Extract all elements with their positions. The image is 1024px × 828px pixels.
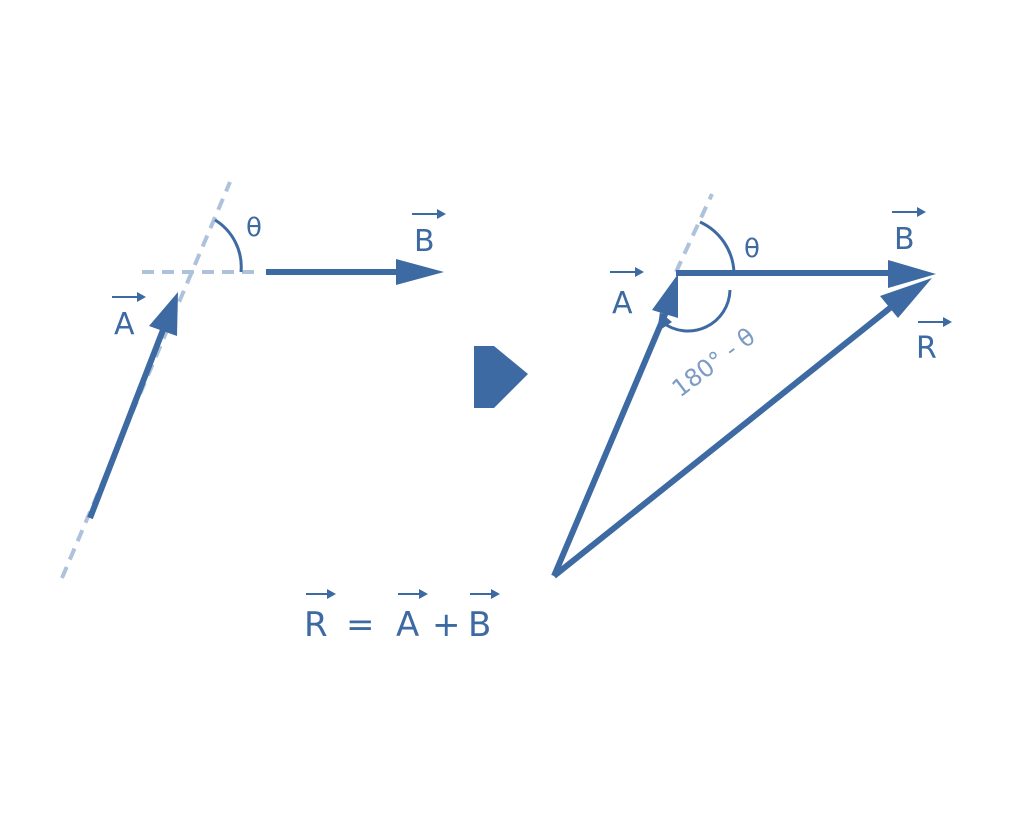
left-panel: θ A B xyxy=(60,181,446,579)
right-theta-label: θ xyxy=(744,234,760,264)
equation-equals: = xyxy=(346,605,375,645)
equation: R = A + B xyxy=(304,589,500,645)
right-arrow-icon xyxy=(474,346,528,408)
right-label-r: R xyxy=(916,317,952,366)
right-label-a: A xyxy=(610,267,644,321)
left-vector-a-shaft xyxy=(87,328,166,520)
right-a-extension-line xyxy=(674,193,714,273)
right-vector-b-label: B xyxy=(894,222,915,257)
right-panel: θ 180° - θ A B R xyxy=(551,193,952,579)
right-vector-b-head xyxy=(888,260,936,288)
right-vector-r-shaft xyxy=(552,305,892,579)
left-vector-b-head xyxy=(396,259,444,285)
right-vector-a-head xyxy=(652,274,678,318)
right-vector-r-head xyxy=(880,278,932,318)
right-supplementary-angle-label: 180° - θ xyxy=(667,322,761,402)
left-vector-a-label: A xyxy=(114,307,135,342)
left-theta-arc xyxy=(214,218,243,273)
left-label-b: B xyxy=(412,209,446,259)
left-vector-a-head xyxy=(149,292,178,336)
left-label-a: A xyxy=(112,292,146,342)
right-label-b: B xyxy=(892,207,926,257)
equation-term1: A xyxy=(396,605,419,645)
right-theta-arc xyxy=(699,220,736,274)
right-vector-r-label: R xyxy=(916,331,937,366)
equation-term2: B xyxy=(468,605,491,645)
equation-lhs: R xyxy=(304,605,328,645)
right-supplementary-arc xyxy=(661,289,732,333)
equation-plus: + xyxy=(432,605,461,645)
left-vector-b-label: B xyxy=(414,224,435,259)
left-theta-label: θ xyxy=(246,213,262,243)
right-vector-a-shaft xyxy=(551,310,669,578)
right-vector-a-label: A xyxy=(612,286,633,321)
